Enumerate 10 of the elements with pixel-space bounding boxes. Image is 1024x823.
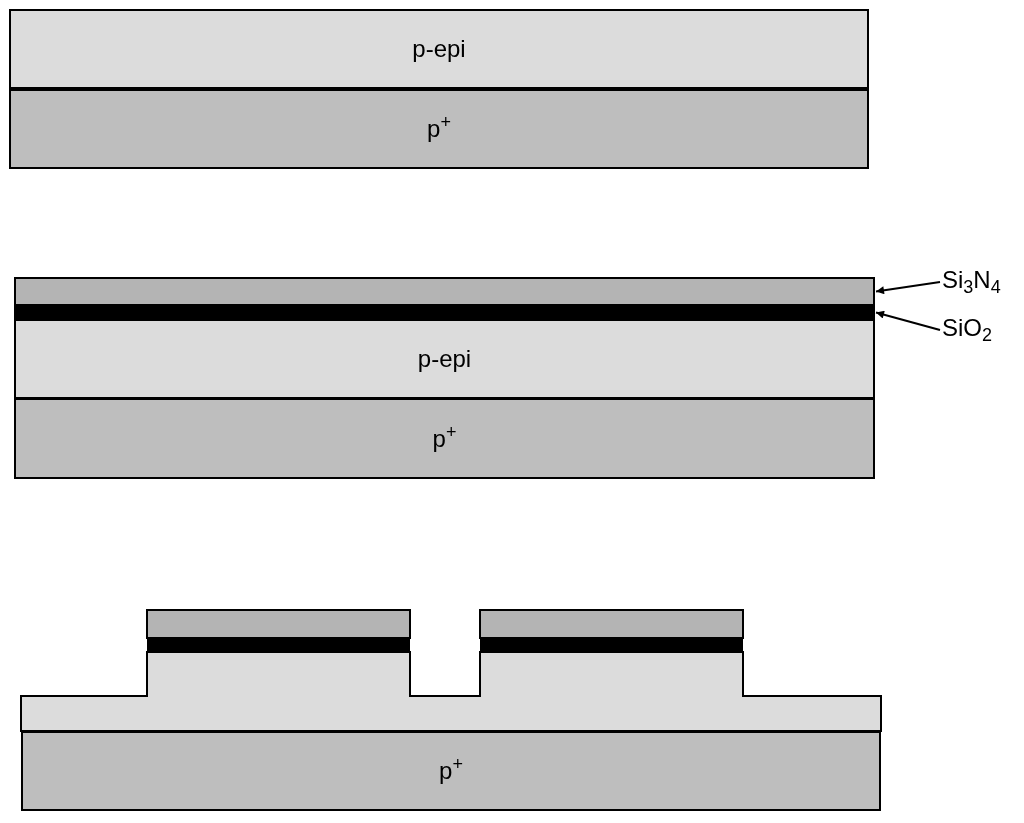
epitaxial-layer: p-epi	[14, 319, 875, 399]
substrate-layer: p$^{+}$	[21, 731, 881, 811]
substrate-layer: p$^{+}$	[9, 89, 869, 169]
layer-label: SiO$_{2}$	[942, 310, 1022, 346]
nitride-layer	[14, 277, 875, 306]
leader-arrow	[875, 310, 941, 331]
layer-label: Si$_{3}$N$_{4}$	[942, 262, 1022, 298]
epitaxial-layer: p-epi	[9, 9, 869, 89]
substrate-layer: p$^{+}$	[14, 398, 875, 479]
leader-arrow	[875, 281, 941, 295]
